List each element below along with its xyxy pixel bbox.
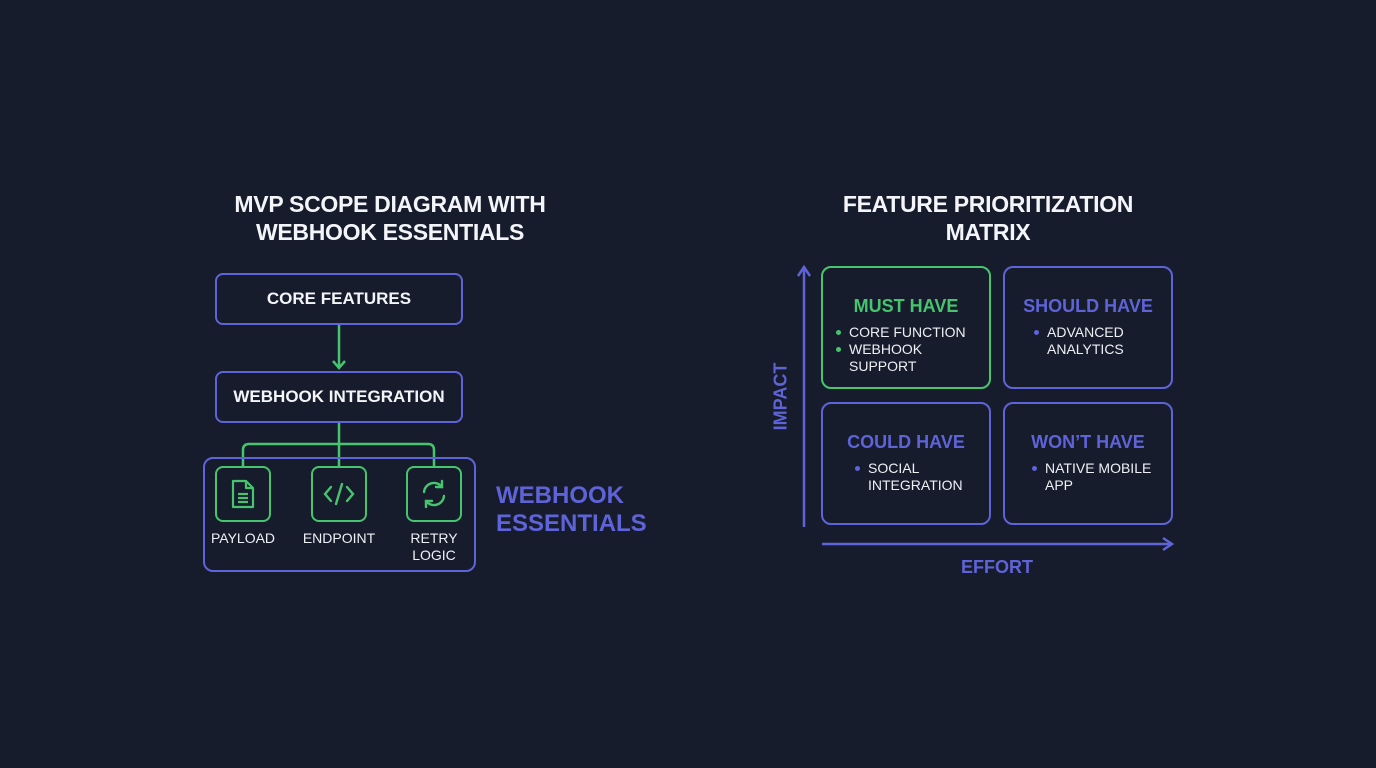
- endpoint-icon-box: [311, 466, 367, 522]
- cell-could-have: COULD HAVE SOCIAL INTEGRATION: [821, 402, 991, 525]
- endpoint-label: ENDPOINT: [302, 530, 376, 546]
- arrow-head: [332, 360, 346, 370]
- mvp-diagram-title: MVP SCOPE DIAGRAM WITH WEBHOOK ESSENTIAL…: [234, 191, 546, 245]
- refresh-icon: [422, 479, 446, 509]
- impact-axis-label: IMPACT: [770, 362, 791, 431]
- webhook-integration-box: WEBHOOK INTEGRATION: [215, 371, 463, 423]
- cell-should-have: SHOULD HAVE ADVANCED ANALYTICS: [1003, 266, 1173, 389]
- payload-icon-box: [215, 466, 271, 522]
- list-item: WEBHOOK SUPPORT: [836, 341, 989, 375]
- core-features-box: CORE FEATURES: [215, 273, 463, 325]
- code-icon: [323, 482, 355, 506]
- webhook-essentials-group: [203, 457, 476, 572]
- payload-label: PAYLOAD: [210, 530, 276, 546]
- matrix-title: FEATURE PRIORITIZATION MATRIX: [842, 191, 1134, 245]
- cell-wont-have: WON’T HAVE NATIVE MOBILE APP: [1003, 402, 1173, 525]
- retry-icon-box: [406, 466, 462, 522]
- branch-line: [241, 442, 436, 467]
- list-item: SOCIAL INTEGRATION: [855, 460, 965, 494]
- webhook-essentials-label: WEBHOOK ESSENTIALS: [496, 482, 647, 537]
- effort-axis-label: EFFORT: [961, 557, 1033, 577]
- list-item: CORE FUNCTION: [836, 324, 989, 341]
- document-icon: [231, 479, 255, 509]
- list-item: ADVANCED ANALYTICS: [1034, 324, 1134, 358]
- list-item: NATIVE MOBILE APP: [1032, 460, 1157, 494]
